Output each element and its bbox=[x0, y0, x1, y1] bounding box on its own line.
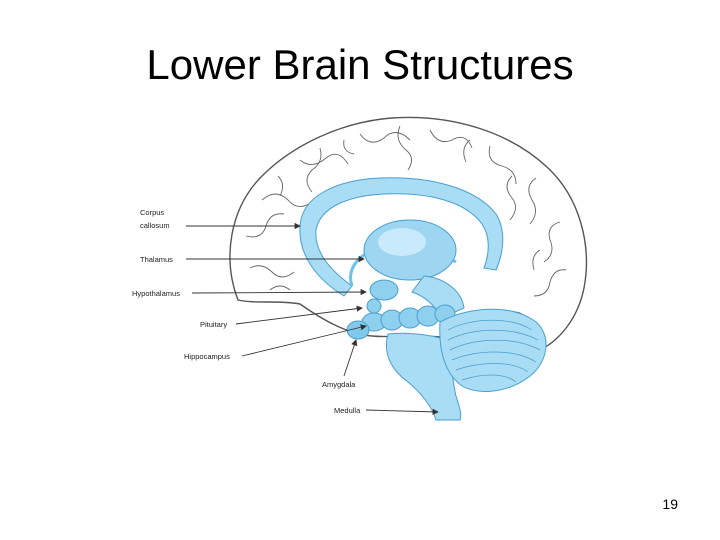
cerebellum-folia bbox=[447, 319, 541, 383]
slide-number: 19 bbox=[662, 496, 678, 512]
label-corpus-callosum-line2: callosum bbox=[140, 221, 170, 230]
slide-title: Lower Brain Structures bbox=[146, 41, 574, 88]
label-leader-lines bbox=[186, 222, 439, 415]
label-hypothalamus: Hypothalamus bbox=[132, 289, 180, 298]
corpus-callosum bbox=[299, 177, 504, 297]
label-corpus-callosum-line1: Corpus bbox=[140, 208, 164, 217]
thalamus-highlight bbox=[378, 228, 426, 256]
cerebellum bbox=[439, 308, 547, 392]
label-medulla: Medulla bbox=[334, 406, 361, 415]
label-pituitary: Pituitary bbox=[200, 320, 227, 329]
pituitary bbox=[366, 298, 382, 314]
hypothalamus bbox=[369, 279, 399, 301]
label-thalamus: Thalamus bbox=[140, 255, 173, 264]
label-amygdala: Amygdala bbox=[322, 380, 356, 389]
label-hippocampus: Hippocampus bbox=[184, 352, 230, 361]
hippocampus bbox=[361, 304, 456, 332]
